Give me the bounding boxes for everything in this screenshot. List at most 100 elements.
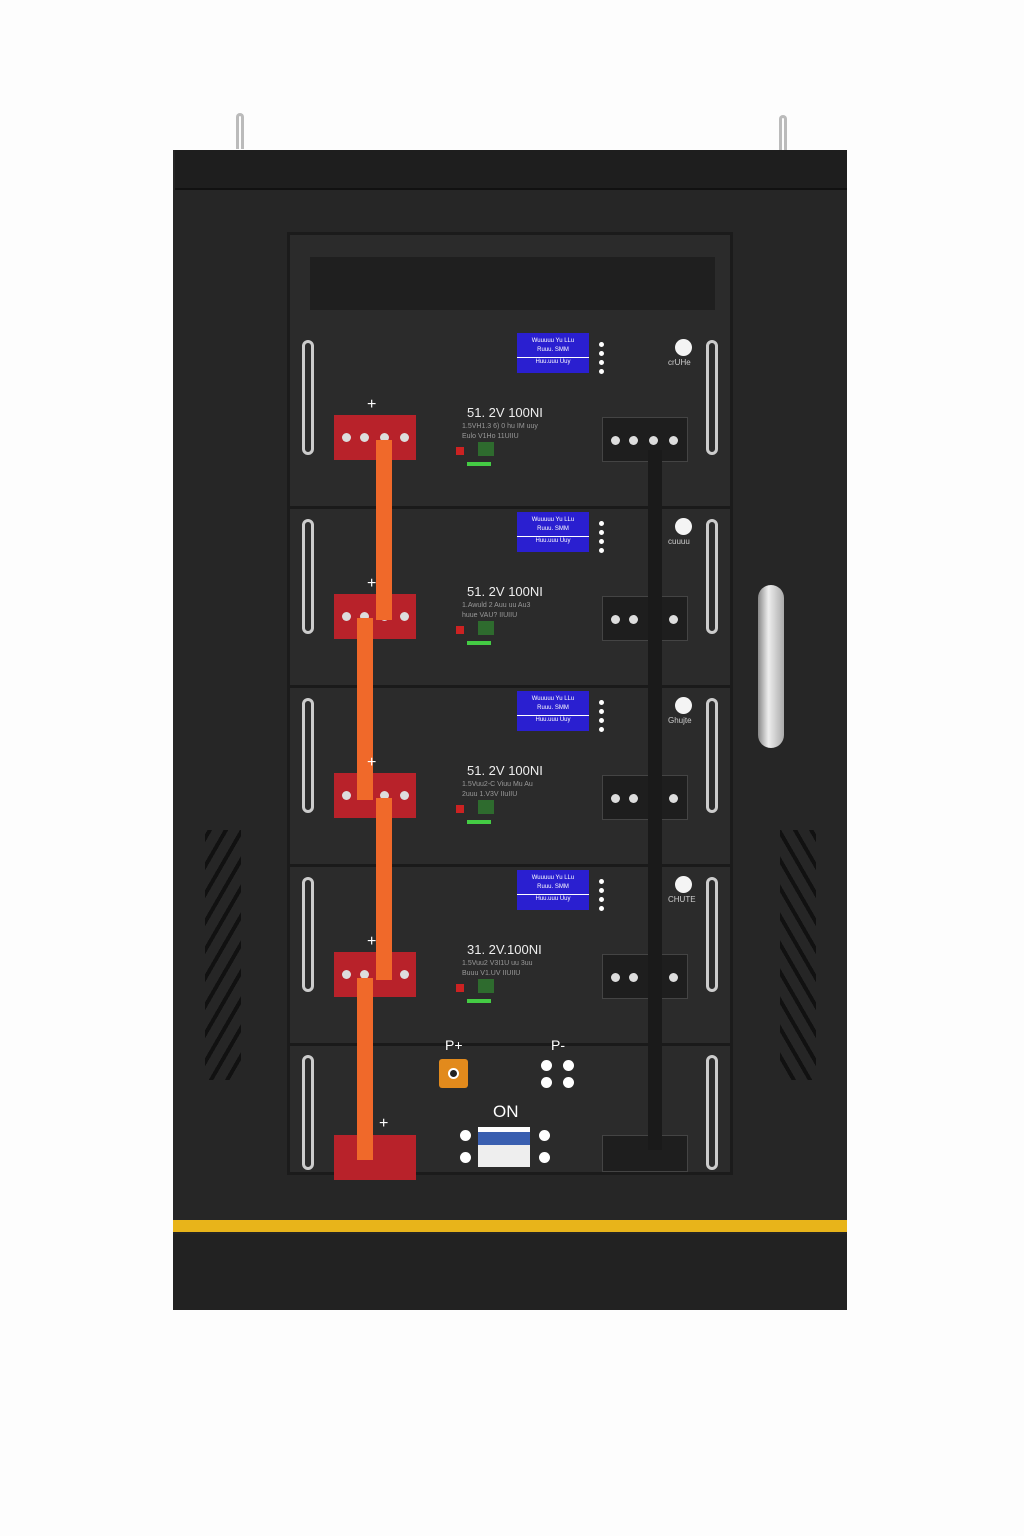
dip-switch[interactable] (456, 984, 464, 992)
terminal-bolt (669, 615, 678, 624)
power-button[interactable] (675, 518, 692, 535)
status-led (599, 342, 604, 347)
terminal-bolt (400, 612, 409, 621)
terminal-bolt (400, 791, 409, 800)
module-handle-right[interactable] (706, 340, 718, 455)
status-led (599, 718, 604, 723)
terminal-bolt (629, 615, 638, 624)
display-line: Wuuuuu Yu LLu (531, 517, 575, 523)
comm-port[interactable] (478, 800, 494, 814)
yellow-stripe (173, 1220, 847, 1232)
negative-terminal (602, 417, 688, 462)
terminal-bolt (360, 612, 369, 621)
switch-label: ON (493, 1102, 519, 1121)
display-line: Wuuuuu Yu LLu (531, 338, 575, 344)
spec-line: 1.Awuld 2 Auu uu Au3 (462, 602, 531, 609)
button-label: Ghujte (668, 716, 692, 725)
top-slot (310, 257, 715, 310)
module-handle-right[interactable] (706, 698, 718, 813)
terminal-bolt (342, 612, 351, 621)
negative-terminal (602, 954, 688, 999)
comm-port[interactable] (478, 442, 494, 456)
module-handle-right[interactable] (706, 519, 718, 634)
status-led (599, 360, 604, 365)
status-led (599, 530, 604, 535)
spec-line: Eulo V1Ho 11UIIU (462, 433, 519, 440)
p-plus-connector[interactable] (439, 1059, 468, 1088)
spec-line: 1.5Vuu2-C Viuu Mu Au (462, 781, 533, 788)
status-led (599, 879, 604, 884)
status-led (599, 897, 604, 902)
module-spec: 51. 2V 100NI (467, 584, 543, 599)
module-handle-right[interactable] (706, 1055, 718, 1170)
display-line: Wuuuuu Yu LLu (531, 696, 575, 702)
terminal-bolt (611, 794, 620, 803)
vent-left (205, 830, 241, 1080)
terminal-bolt (629, 794, 638, 803)
terminal-bolt (611, 615, 620, 624)
module-handle-left[interactable] (302, 1055, 314, 1170)
status-led (599, 709, 604, 714)
terminal-bolt (342, 970, 351, 979)
display-line: Huu.uuu Uuy (517, 536, 589, 546)
p-plus-label: P+ (445, 1037, 463, 1053)
display-line: Ruuu. SMM (537, 347, 569, 353)
display-line: Huu.uuu Uuy (517, 715, 589, 725)
terminal-bolt (342, 433, 351, 442)
terminal-bolt (380, 791, 389, 800)
terminal-bolt (669, 973, 678, 982)
spec-line: Buuu V1.UV IIUIIU (462, 970, 521, 977)
p-minus-label: P- (551, 1037, 565, 1053)
power-button[interactable] (675, 339, 692, 356)
terminal-bolt (380, 433, 389, 442)
comm-port[interactable] (478, 979, 494, 993)
display-line: Huu.uuu Uuy (517, 357, 589, 367)
negative-terminal (602, 775, 688, 820)
module-handle-left[interactable] (302, 698, 314, 813)
power-button[interactable] (675, 697, 692, 714)
module-handle-left[interactable] (302, 340, 314, 455)
terminal-bolt (629, 436, 638, 445)
cabinet-base (173, 1234, 847, 1310)
positive-terminal (334, 594, 416, 639)
main-breaker-switch[interactable] (478, 1127, 530, 1167)
status-led (599, 700, 604, 705)
terminal-bolt (669, 436, 678, 445)
dip-switch[interactable] (456, 805, 464, 813)
door-handle[interactable] (758, 585, 784, 748)
orange-busbar (357, 978, 373, 1160)
plus-sign: + (367, 575, 377, 592)
comm-port[interactable] (478, 621, 494, 635)
negative-terminal (602, 596, 688, 641)
status-led (599, 521, 604, 526)
dip-switch[interactable] (456, 447, 464, 455)
cabinet-top-cap (175, 150, 847, 190)
module-spec: 31. 2V.100NI (467, 942, 542, 957)
terminal-bolt (611, 973, 620, 982)
plus-sign: + (367, 754, 377, 771)
display-line: Huu.uuu Uuy (517, 894, 589, 904)
module-handle-left[interactable] (302, 519, 314, 634)
power-button[interactable] (675, 876, 692, 893)
module-handle-left[interactable] (302, 877, 314, 992)
status-led (599, 539, 604, 544)
spec-line: 1.5Vuu2 V3I1U uu 3uu (462, 960, 533, 967)
status-led (599, 351, 604, 356)
terminal-bolt (669, 794, 678, 803)
module-handle-right[interactable] (706, 877, 718, 992)
dip-switch[interactable] (456, 626, 464, 634)
terminal-bolt (360, 433, 369, 442)
module-spec: 51. 2V 100NI (467, 763, 543, 778)
terminal-bolt (649, 436, 658, 445)
